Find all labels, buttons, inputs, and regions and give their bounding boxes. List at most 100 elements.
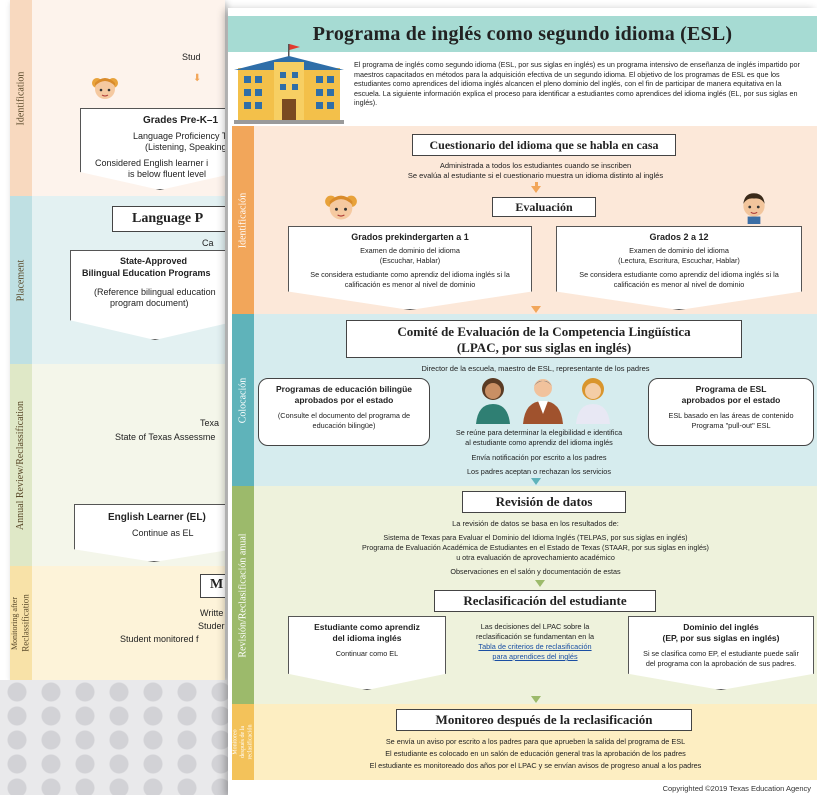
en-bilingual-box — [70, 250, 225, 340]
en-grades-title: Grades Pre-K–1 — [143, 115, 219, 126]
title-banner: Programa de inglés como segundo idioma (… — [228, 16, 817, 52]
en-writte: Writte — [200, 608, 224, 618]
grades-prek-line2: calificación es menor al nivel de domini… — [344, 280, 476, 289]
boy-avatar — [738, 190, 770, 224]
eval-title-box — [492, 197, 596, 217]
survey-title: Cuestionario del idioma que se habla en … — [429, 138, 659, 152]
en-dash-arrow: ⬇ — [193, 73, 202, 84]
lpac-center-2: al estudiante como aprendiz del idioma i… — [465, 438, 613, 447]
survey-line1: Administrada a todos los estudiantes cua… — [439, 161, 632, 170]
committee-people-icon — [468, 374, 618, 424]
en-el-title: English Learner (EL) — [108, 512, 206, 523]
esl-text-1: ESL basado en las áreas de contenido — [668, 411, 794, 420]
grades-2-12-title: Grados 2 a 12 — [649, 232, 709, 242]
arrow-stem-1 — [535, 182, 538, 187]
label-identificacion: Identificación — [237, 192, 249, 248]
en-side-monitoring — [10, 566, 32, 680]
monitoreo-line1: Se envía un aviso por escrito a los padr… — [385, 737, 686, 746]
en-label-monitoring-1: Monitoring after — [10, 596, 20, 650]
en-ca-fragment: Ca — [202, 238, 214, 248]
eval-title: Evaluación — [515, 200, 573, 214]
data-review-box — [462, 491, 626, 513]
en-test-line2: (Listening, Speaking) — [145, 142, 225, 152]
en-el-box — [74, 504, 225, 562]
spanish-flyer-page: Programa de inglés como segundo idioma (… — [228, 8, 817, 795]
en-girl-avatar — [90, 74, 120, 104]
arrow-down-4 — [535, 580, 545, 587]
monitoreo-line2: El estudiante es colocado en un salón de… — [385, 749, 686, 758]
monitoreo-title-box — [396, 709, 692, 731]
en-monitoring-band — [32, 566, 225, 680]
grades-2-12-line1: Se considera estudiante como aprendiz de… — [579, 270, 779, 279]
arrow-down-3 — [531, 478, 541, 485]
lpac-members: Director de la escuela, maestro de ESL, … — [421, 364, 650, 373]
ep-title-1: Dominio del inglés — [683, 622, 759, 632]
bilingual-text-1: (Consulte el documento del programa de — [277, 411, 411, 420]
bilingual-title-2: aprobados por el estado — [294, 395, 394, 405]
el-student-text: Continuar como EL — [335, 649, 399, 658]
data-review-title: Revisión de datos — [495, 494, 593, 509]
copyright-notice: Copyrighted ©2019 Texas Education Agency — [662, 784, 811, 793]
label-colocacion: Colocación — [237, 377, 249, 423]
grades-prek-title: Grados prekindergarten a 1 — [351, 232, 469, 242]
lpac-decisions-2: reclasificación se fundamentan en la — [475, 632, 595, 641]
lpac-center-4: Los padres aceptan o rechazan los servic… — [467, 467, 611, 476]
en-m-fragment: M — [210, 577, 224, 592]
reclass-title: Reclasificación del estudiante — [463, 593, 627, 608]
data-review-line1: La revisión de datos se basa en los resu… — [452, 519, 619, 528]
ep-box — [628, 616, 814, 690]
grades-prek-line1: Se considera estudiante como aprendiz de… — [310, 270, 510, 279]
section-monitoreo: Monitoreo después de la reclasificación … — [232, 704, 817, 780]
label-monitoreo-2: después de la — [240, 726, 246, 758]
en-grades-box — [80, 108, 225, 190]
en-language-panel — [112, 206, 225, 232]
label-monitoreo-3: reclasificación — [247, 724, 254, 760]
en-label-identification: Identification — [15, 71, 27, 125]
en-monitored: Student monitored f — [120, 634, 199, 644]
lpac-title-2: (LPAC, por sus siglas en inglés) — [456, 340, 632, 355]
en-label-placement: Placement — [15, 259, 27, 301]
bilingual-title-1: Programas de educación bilingüe — [275, 384, 413, 394]
arrow-down-5 — [531, 696, 541, 703]
reclass-criteria-link-1[interactable]: Tabla de criterios de reclasificación — [478, 642, 592, 651]
grades-prek-skills: (Escuchar, Hablar) — [379, 256, 441, 265]
en-studer: Studer — [198, 621, 225, 631]
en-side-identification — [10, 0, 32, 196]
en-label-monitoring-2: Reclassification — [21, 594, 32, 652]
el-student-title-2: del idioma inglés — [332, 633, 402, 643]
esl-title-1: Programa de ESL — [695, 384, 767, 394]
label-revision: Revisión/Reclasificación anual — [237, 532, 249, 658]
en-bilingual-title2: Bilingual Education Programs — [82, 268, 211, 278]
lpac-center-3: Envía notificación por escrito a los pad… — [471, 453, 607, 462]
grades-prek-test: Examen de dominio del idioma — [360, 246, 460, 255]
lpac-title-1: Comité de Evaluación de la Competencia L… — [397, 324, 691, 339]
monitoreo-line3: El estudiante es monitoreado dos años po… — [369, 761, 702, 770]
section-identificacion: Identificación Cuestionario del idioma q… — [232, 126, 817, 314]
section-revision: Revisión/Reclasificación anual Revisión … — [232, 486, 817, 704]
intro-paragraph: El programa de inglés como segundo idiom… — [354, 60, 800, 108]
section-colocacion: Colocación Comité de Evaluación de la Co… — [232, 314, 817, 486]
reclass-criteria-link-2[interactable]: para aprendices del inglés — [492, 652, 578, 661]
ep-title-2: (EP, por sus siglas en inglés) — [662, 633, 780, 643]
esl-program-box — [648, 378, 814, 446]
ep-text-1: Si se clasifica como EP, el estudiante p… — [643, 649, 799, 658]
label-monitoreo-1: Monitoreo — [233, 729, 239, 755]
en-label-annual: Annual Review/Reclassification — [15, 400, 27, 530]
bilingual-text-2: educación bilingüe) — [312, 421, 376, 430]
grades-2-12-test: Examen de dominio del idioma — [629, 246, 729, 255]
data-review-line4: u otra evaluación de aprovechamiento aca… — [456, 553, 615, 562]
en-side-annual — [10, 364, 32, 566]
grades-2-12-skills: (Lectura, Escritura, Escuchar, Hablar) — [618, 256, 740, 265]
en-side-placement — [10, 196, 32, 364]
lpac-title-box — [346, 320, 742, 358]
en-bilingual-text2: program document) — [110, 298, 189, 308]
data-review-line5: Observaciones en el salón y documentació… — [450, 567, 621, 576]
esl-text-2: Programa "pull-out" ESL — [691, 421, 771, 430]
en-staar-fragment: State of Texas Assessme — [115, 432, 216, 442]
en-el-text: Continue as EL — [132, 528, 194, 538]
survey-title-box — [412, 134, 676, 156]
lpac-decisions-1: Las decisiones del LPAC sobre la — [480, 622, 590, 631]
en-considered-line2: is below fluent level — [128, 169, 207, 179]
monitoreo-title: Monitoreo después de la reclasificación — [435, 712, 653, 727]
